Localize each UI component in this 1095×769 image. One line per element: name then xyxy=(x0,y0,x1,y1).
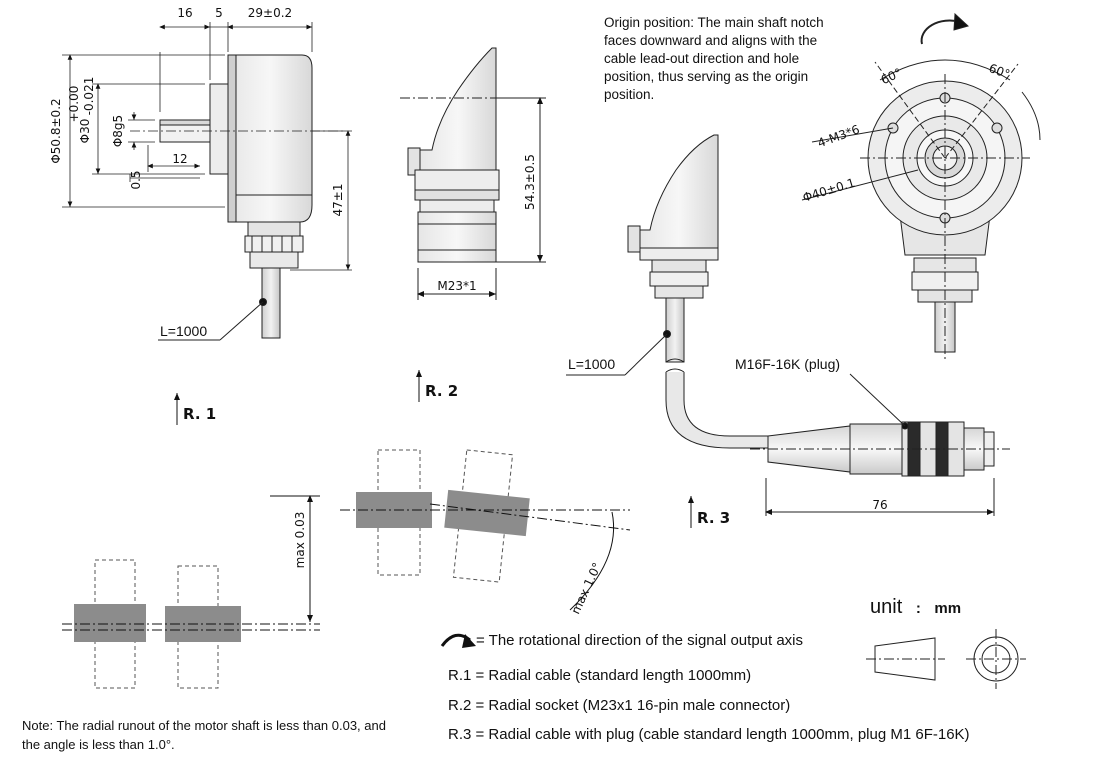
max-angle-label: max 1.0° xyxy=(568,560,604,616)
r2-dimension-labels: 54.3±0.5 M23*1 xyxy=(437,154,537,293)
dim-0-5: 0.5 xyxy=(129,170,143,189)
legend-rotation: = The rotational direction of the signal… xyxy=(476,632,804,649)
dim-30: Φ30 xyxy=(78,119,92,144)
view-markers xyxy=(174,370,694,528)
view-label-r3: R. 3 xyxy=(697,509,730,527)
plug-label: M16F-16K (plug) xyxy=(735,356,840,372)
angle-60-left: 60° xyxy=(879,66,904,88)
legend-r1: R.1 = Radial cable (standard length 1000… xyxy=(448,667,752,684)
pcd-40: Φ40±0.1 xyxy=(801,176,857,205)
dim-m23: M23*1 xyxy=(437,279,476,293)
r2-side-view xyxy=(400,47,546,300)
r1-cable-length: L=1000 xyxy=(160,323,207,339)
runout-offset-diagram xyxy=(62,495,320,689)
r3-cable-length: L=1000 xyxy=(568,356,615,372)
view-label-r1: R. 1 xyxy=(183,405,216,423)
unit-value: mm xyxy=(934,600,962,617)
dim-12: 12 xyxy=(172,152,187,166)
projection-symbol xyxy=(866,629,1026,689)
view-label-r2: R. 2 xyxy=(425,382,458,400)
r1-side-view xyxy=(158,54,313,341)
dim-30-tol-up: +0.00 xyxy=(67,86,81,123)
legend-r3: R.3 = Radial cable with plug (cable stan… xyxy=(448,726,970,743)
front-view xyxy=(801,12,1041,360)
dim-29: 29±0.2 xyxy=(248,6,292,20)
rotation-icon xyxy=(440,633,476,648)
max-offset-label: max 0.03 xyxy=(293,512,307,569)
unit-word: unit xyxy=(870,596,903,618)
dim-8g5: Φ8g5 xyxy=(111,115,125,147)
holes-4-m3: 4-M3*6 xyxy=(816,122,862,150)
legend-r2: R.2 = Radial socket (M23x1 16-pin male c… xyxy=(448,697,791,714)
dim-16: 16 xyxy=(177,6,192,20)
dim-54-3: 54.3±0.5 xyxy=(523,154,537,210)
origin-position-note: Origin position: The main shaft notch fa… xyxy=(604,15,824,102)
r3-labels: L=1000 M16F-16K (plug) 76 xyxy=(568,356,888,512)
dim-76: 76 xyxy=(872,498,887,512)
r1-dimensions xyxy=(62,22,352,271)
dim-47: 47±1 xyxy=(331,184,345,217)
dim-30-tol-down: -0.021 xyxy=(82,77,96,116)
r3-side-view xyxy=(566,134,1010,516)
unit-label: unit : mm xyxy=(870,596,961,619)
dim-5: 5 xyxy=(215,6,223,20)
angle-60-right: 60° xyxy=(987,61,1012,81)
dim-50-8: Φ50.8±0.2 xyxy=(49,98,63,163)
unit-colon: : xyxy=(915,600,921,617)
runout-angle-diagram xyxy=(340,449,631,611)
r1-dimension-labels: 16 5 29±0.2 Φ50.8±0.2 Φ30 +0.00 -0.021 Φ… xyxy=(49,6,345,339)
runout-note: Note: The radial runout of the motor sha… xyxy=(22,718,386,752)
